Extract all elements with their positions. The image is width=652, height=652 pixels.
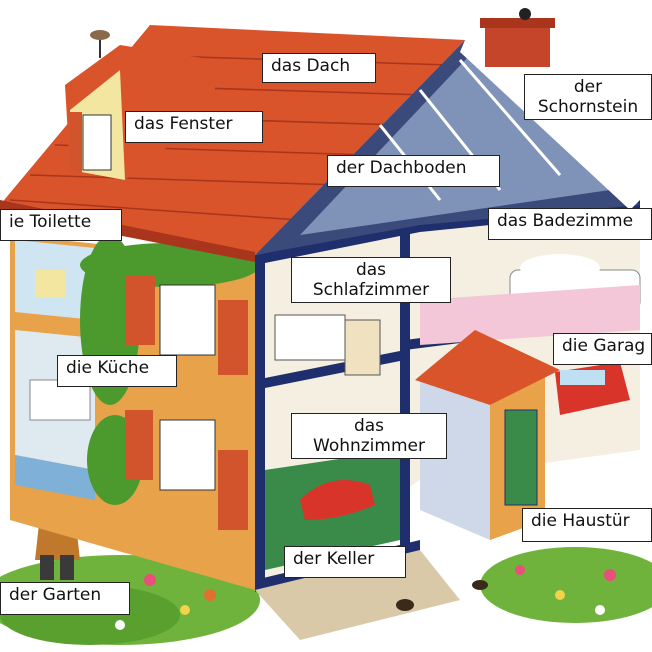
label-der-garten: der Garten bbox=[0, 582, 130, 615]
label-schlafzimmer-line1: das bbox=[355, 260, 387, 280]
cutaway-left-rooms bbox=[15, 240, 95, 500]
label-schornstein-line2: Schornstein bbox=[537, 97, 639, 117]
garden-right bbox=[480, 547, 652, 623]
label-der-schornstein: der Schornstein bbox=[524, 74, 652, 120]
label-das-badezimmer-text: das Badezimme bbox=[497, 211, 634, 231]
label-das-wohnzimmer: das Wohnzimmer bbox=[291, 413, 447, 459]
label-das-schlafzimmer: das Schlafzimmer bbox=[291, 257, 451, 303]
label-das-fenster: das Fenster bbox=[125, 111, 263, 143]
label-die-toilette: ie Toilette bbox=[0, 209, 122, 241]
label-schornstein-line1: der bbox=[573, 77, 603, 97]
facade-window-lower bbox=[125, 410, 248, 530]
label-der-garten-text: der Garten bbox=[9, 585, 102, 605]
living-room-sofa bbox=[265, 450, 400, 570]
label-der-dachboden: der Dachboden bbox=[327, 155, 500, 187]
garage-car bbox=[555, 362, 630, 415]
label-die-toilette-text: ie Toilette bbox=[9, 212, 92, 232]
label-wohnzimmer-line1: das bbox=[353, 416, 385, 436]
label-die-kueche-text: die Küche bbox=[66, 358, 150, 378]
bedroom-furniture bbox=[274, 314, 381, 376]
facade-window-upper bbox=[125, 275, 248, 375]
label-die-haustuer-text: die Haustür bbox=[531, 511, 630, 531]
attic-structure bbox=[255, 40, 640, 255]
label-schlafzimmer-line2: Schlafzimmer bbox=[312, 280, 430, 300]
label-der-dachboden-text: der Dachboden bbox=[336, 158, 467, 178]
label-das-fenster-text: das Fenster bbox=[134, 114, 233, 134]
weathervane bbox=[90, 30, 110, 58]
label-der-keller: der Keller bbox=[284, 546, 406, 578]
label-der-keller-text: der Keller bbox=[293, 549, 375, 569]
label-das-badezimmer: das Badezimme bbox=[488, 208, 652, 240]
label-das-dach: das Dach bbox=[262, 53, 376, 83]
label-die-garage-text: die Garag bbox=[562, 336, 646, 356]
chimney bbox=[480, 8, 555, 67]
cellar bbox=[255, 550, 460, 640]
label-das-dach-text: das Dach bbox=[271, 56, 351, 76]
label-die-haustuer: die Haustür bbox=[522, 508, 652, 542]
chickens bbox=[396, 580, 488, 611]
label-die-garage: die Garag bbox=[553, 333, 652, 365]
label-die-kueche: die Küche bbox=[57, 355, 177, 387]
bathtub bbox=[420, 254, 641, 345]
label-wohnzimmer-line2: Wohnzimmer bbox=[313, 436, 425, 456]
